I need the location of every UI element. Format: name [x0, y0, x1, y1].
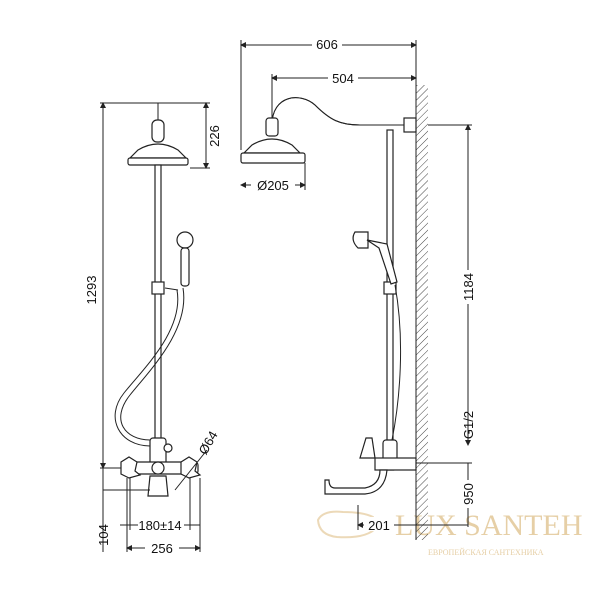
dim-pole-height: 1184 [461, 273, 476, 301]
dim-total-depth: 606 [316, 37, 338, 52]
dim-width: 256 [151, 541, 173, 556]
dim-spout-projection: 201 [368, 518, 390, 533]
dim-thread: G1/2 [461, 411, 476, 439]
dim-head-height: 226 [207, 125, 222, 147]
dim-arm-length: 504 [332, 71, 354, 86]
dim-center-distance: 180±14 [138, 518, 181, 533]
dim-mount-height: 950 [461, 483, 476, 505]
dim-bottom-height: 104 [96, 524, 111, 546]
watermark-tagline: ЕВРОПЕЙСКАЯ САНТЕХНИКА [428, 548, 544, 557]
side-view: 606 504 Ø205 1184 G [240, 36, 476, 540]
front-view: 1293 226 104 [84, 102, 222, 556]
dim-handle-diameter: Ø64 [195, 428, 220, 457]
dim-total-height: 1293 [84, 276, 99, 305]
dim-head-diameter: Ø205 [257, 178, 289, 193]
